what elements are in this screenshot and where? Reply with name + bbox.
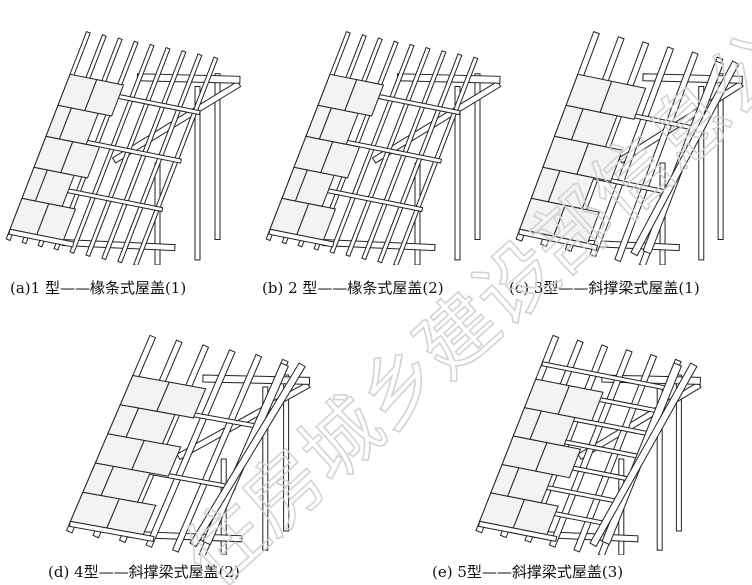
- caption-b: (b) 2 型——椽条式屋盖(2): [262, 279, 444, 297]
- roof-panel: [576, 142, 624, 182]
- figure-d: [60, 315, 320, 555]
- wall-post: [262, 386, 269, 551]
- roof-panel: [60, 141, 101, 179]
- roof-panel: [557, 385, 604, 422]
- eave-board: [268, 228, 335, 248]
- caption-e: (e) 5型——斜撑梁式屋盖(3): [432, 563, 624, 581]
- eave-board: [8, 228, 75, 248]
- wall-post: [283, 374, 290, 532]
- wall-post: [474, 73, 481, 240]
- roof-panel: [344, 79, 385, 117]
- figure-b: [260, 10, 510, 265]
- caption-d: (d) 4型——斜撑梁式屋盖(2): [48, 563, 240, 581]
- roof-diagram-b: [265, 30, 502, 265]
- eave-board: [518, 228, 599, 251]
- wall-post: [194, 86, 201, 261]
- roof-panel: [535, 442, 582, 479]
- roof-panel: [156, 381, 207, 419]
- wall-post: [717, 73, 724, 240]
- eave-board: [478, 520, 558, 543]
- caption-c: (c) 3型——斜撑梁式屋盖(1): [509, 279, 700, 297]
- diagonal-strut-beam: [630, 60, 740, 257]
- wall-post: [698, 86, 705, 261]
- roof-panel: [599, 80, 647, 120]
- wall-post: [454, 86, 461, 261]
- figure-a: [0, 10, 250, 265]
- roof-panel: [320, 141, 361, 179]
- roof-panel: [131, 439, 182, 477]
- roof-diagram-d: [65, 334, 311, 555]
- roof-panel: [84, 79, 125, 117]
- wall-post: [675, 374, 682, 532]
- wall-post: [214, 73, 221, 240]
- roof-diagram-c: [515, 30, 744, 265]
- caption-a: (a)1 型——椽条式屋盖(1): [10, 279, 187, 297]
- diagonal-strut-beam: [589, 362, 698, 548]
- eave-board: [68, 520, 155, 543]
- roof-diagram-e: [475, 334, 702, 555]
- figure-c: [510, 10, 752, 265]
- figure-e: [470, 315, 710, 555]
- roof-diagram-a: [5, 30, 242, 265]
- diagonal-strut-beam: [189, 362, 306, 548]
